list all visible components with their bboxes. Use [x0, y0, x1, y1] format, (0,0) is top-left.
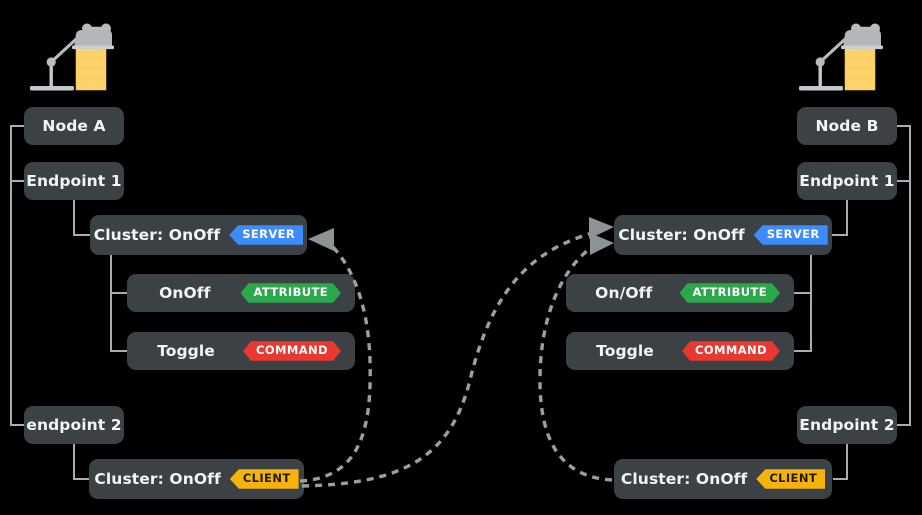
endpoint-1-box-left[interactable]: Endpoint 1 — [24, 162, 124, 200]
arrowhead-into-b-server-remote — [589, 217, 614, 239]
node-b-label: Node B — [815, 117, 879, 135]
client-badge-right: CLIENT — [756, 469, 826, 489]
server-badge-left: SERVER — [229, 225, 304, 245]
node-a-label: Node A — [42, 117, 106, 135]
client-badge-left: CLIENT — [229, 469, 299, 489]
cluster-onoff-server-label-left: Cluster: OnOff — [93, 226, 221, 244]
cluster-onoff-server-box-left[interactable]: Cluster: OnOff SERVER — [90, 215, 307, 255]
cluster-onoff-client-box-right[interactable]: Cluster: OnOff CLIENT — [614, 459, 832, 499]
endpoint-1-label-left: Endpoint 1 — [26, 172, 122, 190]
command-row-right[interactable]: Toggle COMMAND — [566, 332, 794, 370]
attribute-row-left[interactable]: OnOff ATTRIBUTE — [127, 274, 355, 312]
command-badge-right: COMMAND — [682, 341, 780, 361]
cluster-onoff-server-box-right[interactable]: Cluster: OnOff SERVER — [614, 215, 832, 255]
node-b-box[interactable]: Node B — [797, 107, 897, 145]
cluster-onoff-client-box-left[interactable]: Cluster: OnOff CLIENT — [89, 459, 304, 499]
endpoint-2-label-right: Endpoint 2 — [799, 416, 895, 434]
node-a-box[interactable]: Node A — [24, 107, 124, 145]
attribute-badge-left: ATTRIBUTE — [241, 283, 342, 303]
attribute-name-right: On/Off — [595, 284, 653, 302]
desk-lamp-icon-right — [793, 6, 913, 101]
endpoint-1-box-right[interactable]: Endpoint 1 — [797, 162, 897, 200]
command-row-left[interactable]: Toggle COMMAND — [127, 332, 355, 370]
command-name-right: Toggle — [596, 342, 654, 360]
endpoint-1-label-right: Endpoint 1 — [799, 172, 895, 190]
lamp-light-beam-right — [844, 45, 876, 91]
lamp-light-beam-left — [75, 45, 107, 91]
cluster-onoff-server-label-right: Cluster: OnOff — [618, 226, 745, 244]
endpoint-2-box-right[interactable]: Endpoint 2 — [797, 406, 897, 444]
attribute-name-left: OnOff — [159, 284, 211, 302]
endpoint-2-box-left[interactable]: endpoint 2 — [24, 406, 124, 444]
cluster-onoff-client-label-left: Cluster: OnOff — [94, 470, 221, 488]
server-badge-right: SERVER — [753, 225, 828, 245]
desk-lamp-icon-left — [24, 6, 144, 101]
attribute-badge-right: ATTRIBUTE — [680, 283, 781, 303]
arrowheads — [308, 217, 614, 255]
command-name-left: Toggle — [157, 342, 215, 360]
command-badge-left: COMMAND — [243, 341, 341, 361]
arrowhead-into-b-server-local — [590, 233, 614, 255]
endpoint-2-label-left: endpoint 2 — [26, 416, 122, 434]
attribute-row-right[interactable]: On/Off ATTRIBUTE — [566, 274, 794, 312]
arrowhead-into-a-server — [308, 228, 334, 251]
cluster-onoff-client-label-right: Cluster: OnOff — [620, 470, 748, 488]
